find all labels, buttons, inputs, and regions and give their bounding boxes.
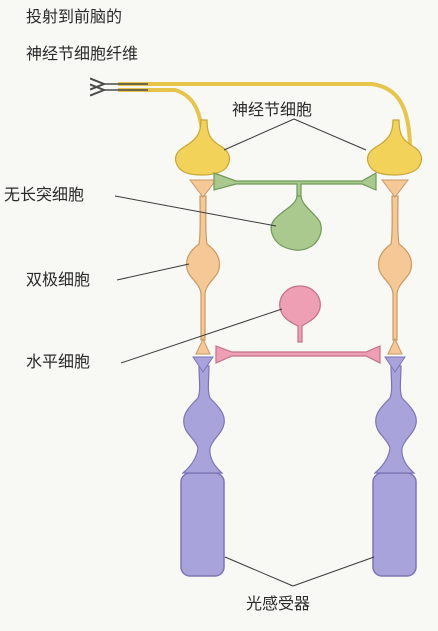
photoreceptor-pointer-left [224,556,294,587]
right-photoreceptor-outer-segment [372,472,417,577]
bipolar-pointer [116,263,190,281]
amacrine-cell-label: 无长突细胞 [4,185,85,204]
right-bipolar-terminal [380,179,410,198]
projection-label-line2: 神经节细胞纤维 [26,44,139,63]
left-photoreceptor-terminal [192,356,214,373]
ganglion-group [174,119,423,176]
photoreceptor-pointer-right [292,556,375,587]
right-photoreceptor-terminal [384,356,406,373]
amacrine-cell-body [270,195,322,251]
amacrine-pointer [114,195,277,227]
ganglion-pointer-left [223,118,295,151]
right-ganglion-axon [118,82,412,151]
photoreceptor-label: 光感受器 [246,594,311,613]
right-photoreceptor-inner-segment [373,365,417,474]
horizontal-pointer [120,308,283,364]
left-photoreceptor-outer-segment [180,472,225,577]
left-ganglion-axon [118,88,205,151]
left-bipolar-dendrite-tip [195,337,211,355]
horizontal-group [215,285,381,364]
right-ganglion-cell [366,119,423,176]
amacrine-group [213,171,377,251]
projection-label-line1: 投射到前脑的 [26,7,123,26]
horizontal-cell-label: 水平细胞 [26,352,91,371]
left-ganglion-cell [174,119,231,176]
photoreceptor-group [180,356,417,577]
horizontal-cell-body [279,285,321,343]
pointer-lines [114,118,375,587]
bipolar-group [185,179,413,355]
bipolar-cell-label: 双极细胞 [26,270,91,289]
horizontal-cell-process [215,345,381,364]
right-bipolar-cell [377,195,413,341]
ganglion-pointer-right [293,118,367,151]
right-bipolar-dendrite-tip [387,337,403,355]
left-bipolar-terminal [188,179,218,198]
amacrine-cell-process [213,171,377,199]
left-photoreceptor-inner-segment [181,365,225,474]
ganglion-cell-label: 神经节细胞 [232,100,313,119]
left-bipolar-cell [185,195,221,341]
